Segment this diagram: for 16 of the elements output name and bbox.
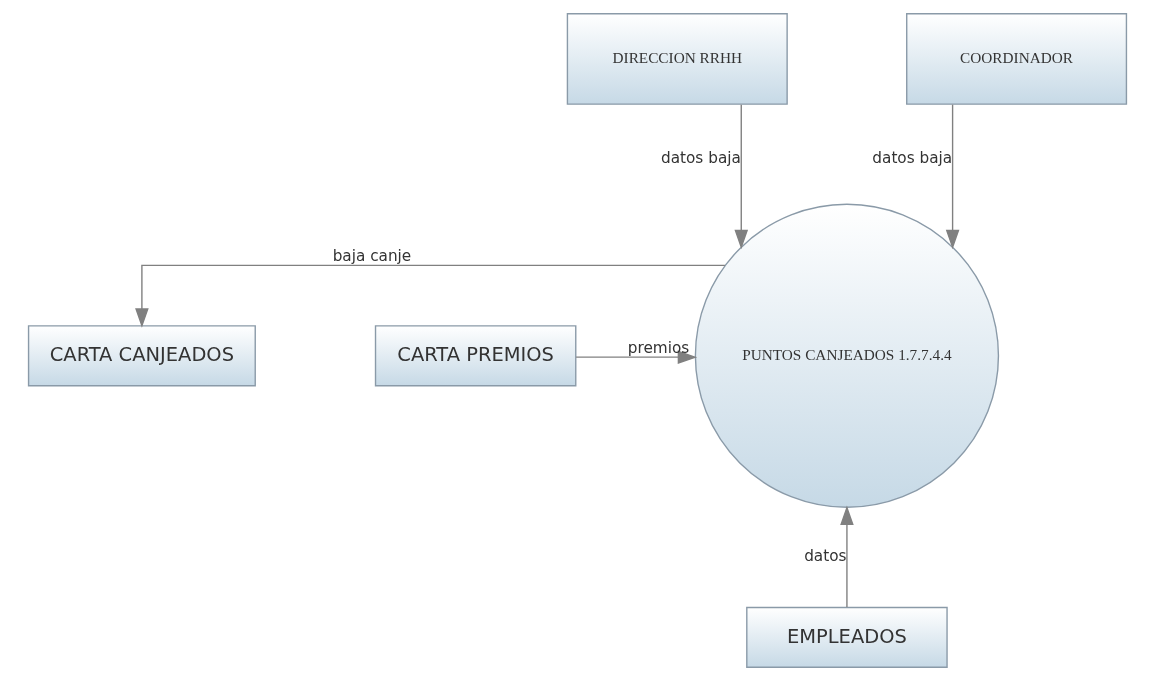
edge-label: datos — [803, 547, 847, 566]
arrow — [733, 103, 748, 250]
arrow — [134, 264, 726, 328]
edge-label: datos baja — [871, 149, 952, 168]
node-box: COORDINADOR — [905, 13, 1127, 105]
edge-label: premios — [627, 338, 689, 357]
node-circle: PUNTOS CANJEADOS 1.7.7.4.4 — [694, 203, 999, 508]
node-box: CARTA PREMIOS — [374, 325, 576, 387]
node-box: CARTA CANJEADOS — [27, 325, 256, 387]
edge-label: baja canje — [332, 246, 411, 265]
arrow — [574, 350, 697, 364]
arrow — [945, 103, 959, 250]
node-box: DIRECCION RRHH — [566, 13, 788, 105]
edge-label: datos baja — [660, 149, 741, 168]
arrow — [839, 505, 854, 608]
node-box: EMPLEADOS — [745, 606, 948, 668]
